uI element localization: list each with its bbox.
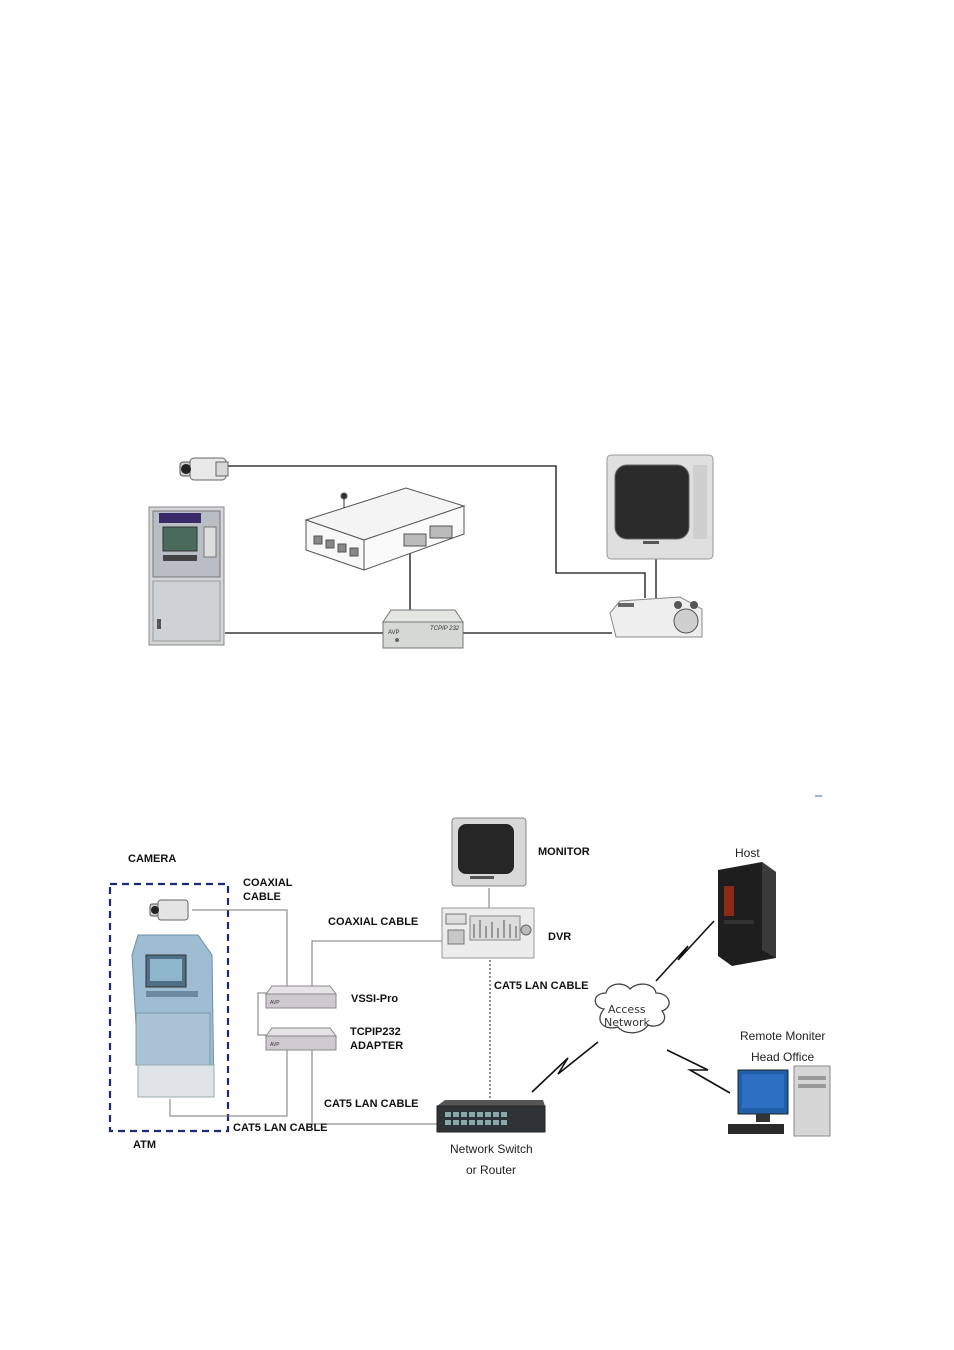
access-network-cloud: Access Network <box>594 983 670 1034</box>
vssi-pro-box-icon: AVP <box>265 985 337 1009</box>
host-label: Host <box>735 846 760 860</box>
host-wan-link <box>655 920 715 982</box>
dvr-unit-icon <box>609 596 703 638</box>
tcpip-adapter-label-line2: ADAPTER <box>350 1040 404 1052</box>
cat5-switch-label: CAT5 LAN CABLE <box>324 1098 419 1110</box>
network-switch-label-line1: Network Switch <box>450 1142 533 1156</box>
crt-monitor-icon <box>606 454 714 560</box>
dvr-label: DVR <box>548 931 572 943</box>
atm-label: ATM <box>133 1139 157 1151</box>
remote-wan-link <box>666 1049 731 1094</box>
dvr-coax-line <box>311 940 444 993</box>
vssi-pro-label: VSSI-Pro <box>351 993 399 1005</box>
diagram1-lines <box>225 465 657 634</box>
atm-cat5-line <box>169 1045 288 1117</box>
dvr-icon-2 <box>441 907 535 959</box>
coaxial-cable-top-label: COAXIAL CABLE <box>328 916 419 928</box>
svg-text:AVP: AVP <box>388 630 400 636</box>
camera-label: CAMERA <box>128 853 177 865</box>
tcpip-adapter-label-line1: TCPIP232 <box>350 1026 401 1038</box>
network-switch-label-line2: or Router <box>466 1163 517 1177</box>
tcpip232-box-icon: AVP <box>382 609 464 649</box>
monitor-label: MONITOR <box>538 846 590 858</box>
cat5-dvr-label: CAT5 LAN CABLE <box>494 980 589 992</box>
remote-monitor-label-line2: Head Office <box>751 1050 815 1064</box>
atm-camera-enclosure <box>108 882 230 1133</box>
network-switch-icon <box>436 1100 546 1133</box>
tcpip232-adapter-icon: AVP <box>265 1027 337 1051</box>
camera-to-dvr-line <box>228 465 646 598</box>
coaxial-cable-label-line1: COAXIAL <box>243 877 293 889</box>
switch-wan-link <box>531 1041 599 1093</box>
cat5-atm-label: CAT5 LAN CABLE <box>233 1122 328 1134</box>
tcpip-box-label: TCPIP 232 <box>430 626 460 632</box>
atm-machine-icon <box>148 506 225 646</box>
tcpip-switch-line <box>311 1045 440 1125</box>
atm-machine-icon-2 <box>131 934 215 1098</box>
patch-panel-icon <box>304 487 466 571</box>
vssi-tcpip-link <box>257 992 268 1036</box>
coaxial-cable-label-line2: CABLE <box>243 891 281 903</box>
host-server-icon <box>718 862 776 966</box>
wan-links <box>531 920 731 1094</box>
remote-monitor-label-line1: Remote Moniter <box>740 1029 826 1043</box>
camera-icon <box>179 457 229 481</box>
cloud-label-line2: Network <box>604 1016 651 1029</box>
camera-coax-line <box>192 909 288 993</box>
remote-pc-icon <box>728 1065 831 1137</box>
svg-text:AVP: AVP <box>270 1042 280 1048</box>
camera-icon-2 <box>149 899 189 921</box>
monitor-icon-2 <box>451 817 527 887</box>
svg-text:AVP: AVP <box>270 1000 280 1006</box>
diagram2-lines <box>169 888 490 1125</box>
cloud-label-line1: Access <box>608 1003 646 1016</box>
